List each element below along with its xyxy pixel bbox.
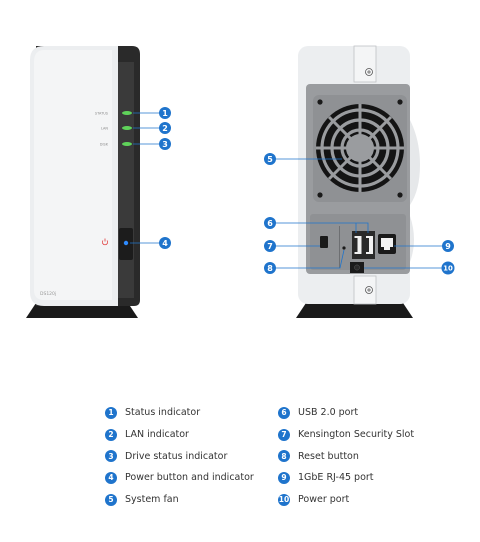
svg-text:10: 10	[443, 265, 453, 273]
legend-label: 1GbE RJ-45 port	[298, 472, 374, 484]
legend-front: 1 Status indicator 2 LAN indicator 3 Dri…	[105, 402, 254, 510]
model-label: DS120j	[40, 291, 56, 297]
drive-status-indicator-led	[122, 142, 132, 146]
status-led-label: STATUS	[95, 112, 109, 116]
legend-item-drive-status-indicator: 3 Drive status indicator	[105, 445, 254, 467]
disk-led-label: DISK	[100, 143, 109, 147]
legend-item-power-port: 10 Power port	[278, 489, 414, 511]
callout-6: 6	[264, 217, 276, 229]
legend-number: 6	[278, 406, 290, 419]
svg-text:7: 7	[267, 242, 273, 251]
legend-label: Power button and indicator	[125, 472, 254, 484]
callout-5: 5	[264, 153, 276, 165]
legend-number: 10	[278, 493, 290, 506]
svg-text:9: 9	[445, 242, 451, 251]
svg-text:4: 4	[162, 239, 168, 248]
svg-text:8: 8	[267, 264, 273, 273]
front-base	[26, 303, 138, 318]
callout-1: 1	[159, 107, 171, 119]
svg-text:2: 2	[162, 124, 168, 133]
callout-9: 9	[442, 240, 454, 252]
legend-label: System fan	[125, 494, 179, 506]
nas-diagram: STATUS LAN DISK DS120j 1 2 3	[26, 45, 455, 318]
legend-label: Drive status indicator	[125, 450, 228, 462]
legend-item-lan-indicator: 2 LAN indicator	[105, 424, 254, 446]
lan-indicator-led	[122, 126, 132, 130]
legend-item-system-fan: 5 System fan	[105, 489, 254, 511]
legend-label: LAN indicator	[125, 429, 189, 441]
callout-4: 4	[159, 237, 171, 249]
lan-led-label: LAN	[101, 127, 108, 131]
legend-item-usb-port: 6 USB 2.0 port	[278, 402, 414, 424]
usb-ports	[352, 231, 375, 259]
legend-number: 9	[278, 471, 290, 484]
legend-label: Power port	[298, 494, 350, 506]
callout-2: 2	[159, 122, 171, 134]
legend-label: Status indicator	[125, 407, 201, 419]
nas-front-view: STATUS LAN DISK DS120j 1 2 3	[26, 46, 171, 318]
svg-text:3: 3	[162, 140, 168, 149]
legend-label: Reset button	[298, 450, 359, 462]
legend-number: 5	[105, 493, 117, 506]
legend-label: Kensington Security Slot	[298, 429, 415, 441]
legend-item-status-indicator: 1 Status indicator	[105, 402, 254, 424]
rj45-port	[378, 234, 396, 254]
callout-3: 3	[159, 138, 171, 150]
legend-label: USB 2.0 port	[298, 407, 359, 419]
status-indicator-led	[122, 111, 132, 115]
legend-number: 1	[105, 406, 117, 419]
power-icon	[102, 238, 108, 246]
callout-7: 7	[264, 240, 276, 252]
legend-item-rj45-port: 9 1GbE RJ-45 port	[278, 467, 414, 489]
legend-item-kensington-slot: 7 Kensington Security Slot	[278, 424, 414, 446]
legend-number: 7	[278, 428, 290, 441]
callout-10: 10	[441, 261, 455, 275]
svg-text:5: 5	[267, 155, 273, 164]
legend-number: 4	[105, 471, 117, 484]
legend-item-reset-button: 8 Reset button	[278, 445, 414, 467]
nas-back-view: 5 6 7 8 9 10	[264, 45, 455, 318]
power-button-indicator[interactable]	[123, 240, 129, 246]
legend-back: 6 USB 2.0 port 7 Kensington Security Slo…	[278, 402, 414, 510]
legend-number: 3	[105, 450, 117, 463]
legend-number: 8	[278, 450, 290, 463]
kensington-slot	[320, 236, 328, 248]
svg-text:1: 1	[162, 109, 168, 118]
back-base	[296, 303, 413, 318]
legend-item-power-button: 4 Power button and indicator	[105, 467, 254, 489]
system-fan	[313, 95, 407, 202]
callout-8: 8	[264, 262, 276, 274]
reset-button	[342, 246, 346, 250]
svg-text:6: 6	[267, 219, 273, 228]
port-panel-divider	[339, 226, 340, 268]
legend-number: 2	[105, 428, 117, 441]
